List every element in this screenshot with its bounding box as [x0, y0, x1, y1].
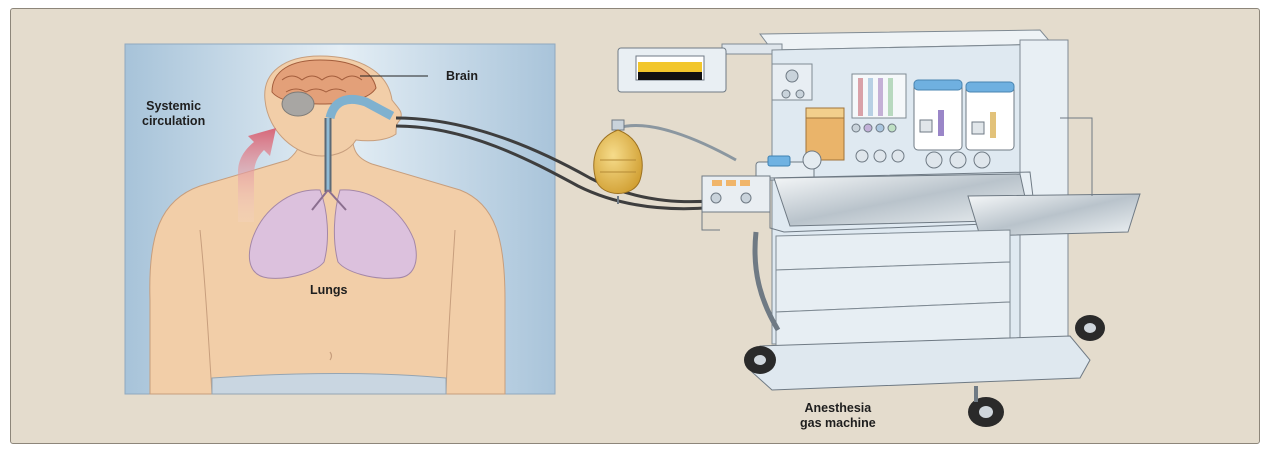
lungs-label: Lungs	[310, 283, 348, 298]
systemic-circulation-label: Systemic circulation	[142, 99, 205, 129]
anesthesia-machine-label: Anesthesia gas machine	[800, 401, 876, 431]
patient-panel	[125, 44, 555, 394]
anesthesia-machine-icon	[618, 30, 1140, 427]
monitor-icon	[618, 48, 726, 92]
brain-label: Brain	[446, 69, 478, 84]
